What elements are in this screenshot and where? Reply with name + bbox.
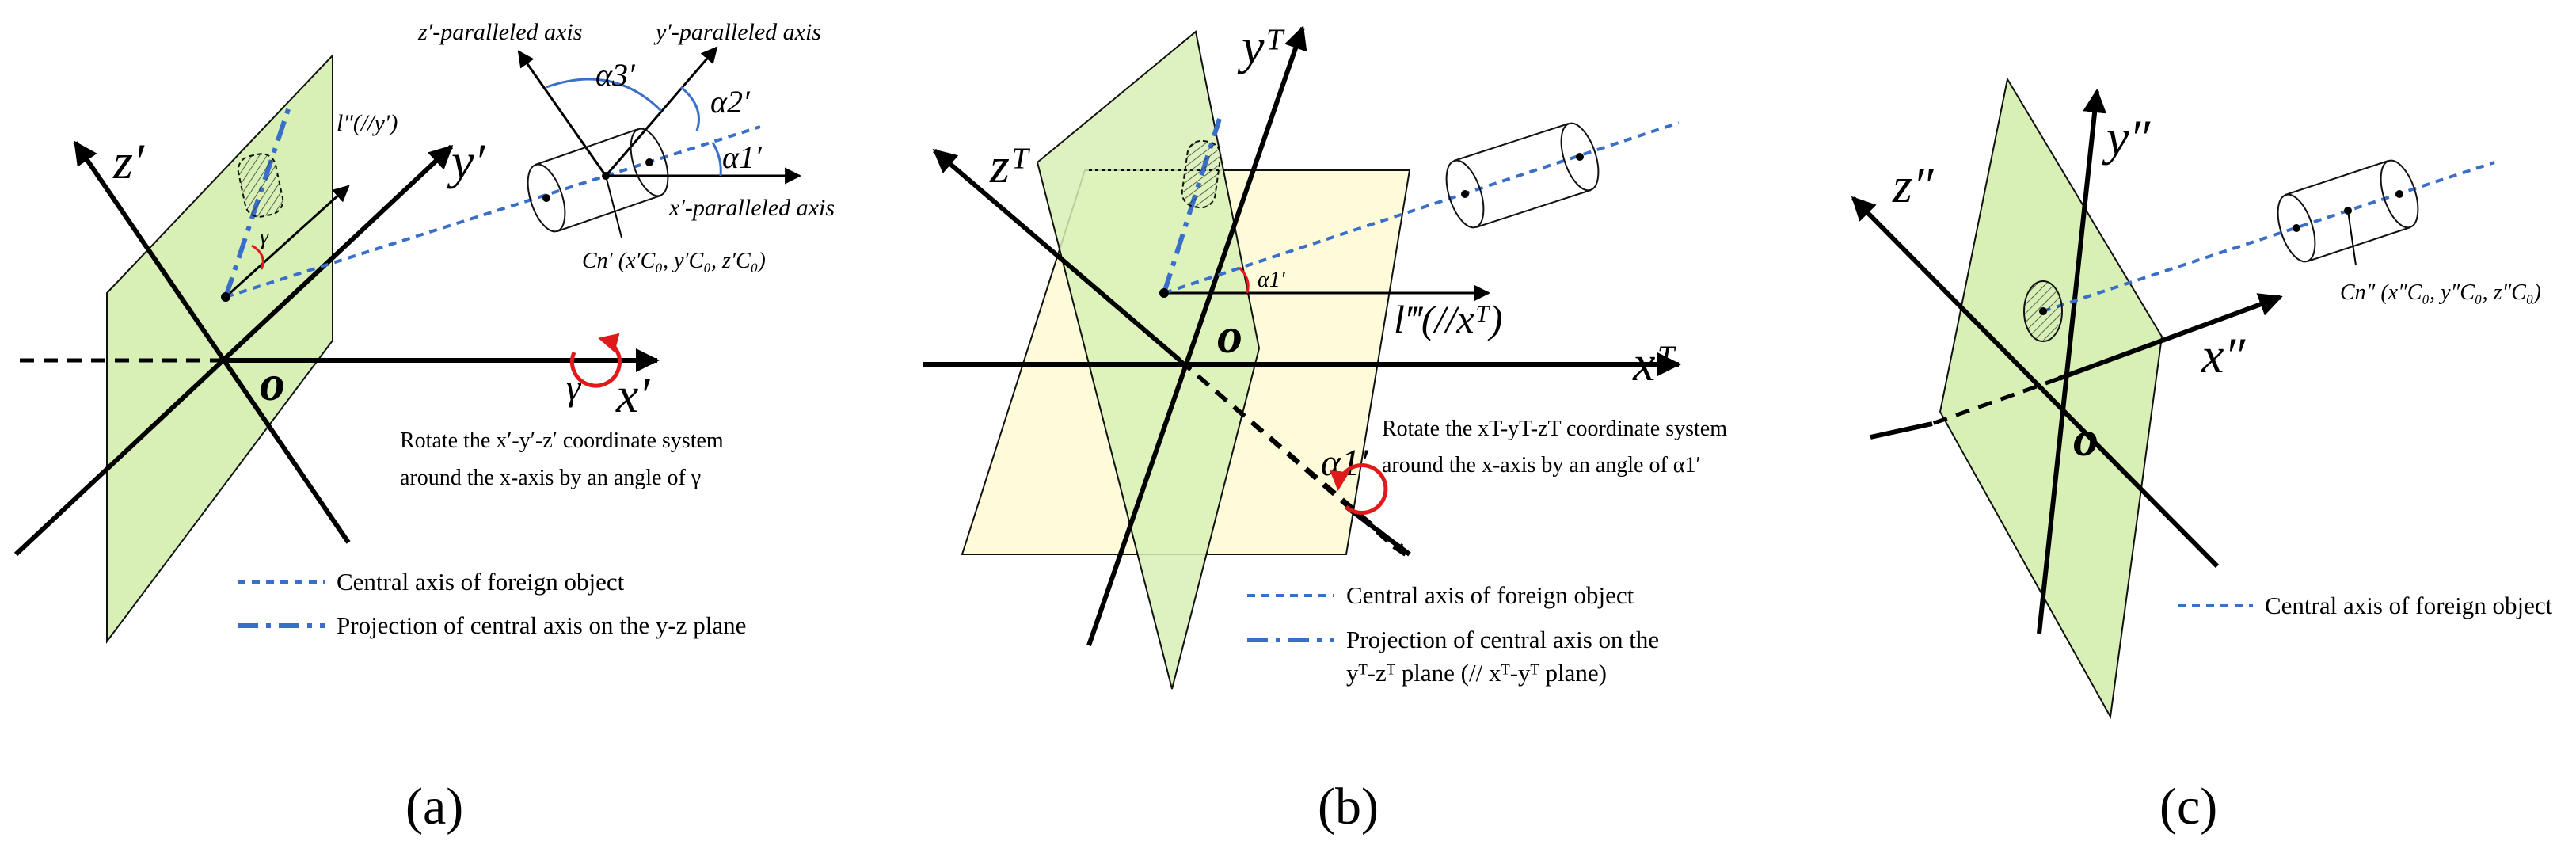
y-axis-label-a: y′: [447, 133, 485, 189]
zp-axis-a: [517, 50, 607, 177]
xp-axis-label-a: x′-paralleled axis: [668, 195, 835, 221]
cn-leader-a: [605, 175, 622, 238]
line-label-b: l‴(//xᵀ): [1394, 297, 1502, 341]
alpha2-label-a: α2′: [710, 84, 751, 120]
yp-axis-a: [604, 46, 718, 177]
z-axis-label-c: z″: [1892, 157, 1935, 213]
z-axis-label-b: zᵀ: [989, 137, 1031, 193]
x-axis-label-c: x″: [2201, 327, 2246, 383]
legend-central-label-c: Central axis of foreign object: [2265, 592, 2553, 619]
zp-axis-label-a: z′-paralleled axis: [417, 19, 582, 45]
alpha1-arc-a: [711, 142, 722, 177]
cn-leader-c: [2347, 210, 2357, 266]
legend-central-label-b: Central axis of foreign object: [1346, 581, 1634, 609]
origin-label-a: o: [260, 355, 285, 411]
y-axis-label-b: yᵀ: [1237, 18, 1285, 74]
diagonal-solid-b: [1345, 504, 1411, 557]
rotate-text-line2-b: around the x-axis by an angle of α1′: [1382, 453, 1701, 478]
gamma-small-label-a: γ: [260, 225, 269, 249]
panel-a: γ o z′ y′ x′ l″(//y′) γ z′-paralleled ax…: [13, 19, 835, 835]
z-axis-b: [932, 148, 1181, 363]
caption-b: (b): [1318, 778, 1379, 835]
alpha-big-label-b: α1′: [1321, 442, 1369, 484]
x-axis-tail-c: [1870, 421, 1933, 440]
x-axis-label-a: x′: [615, 367, 650, 423]
rotate-text-line1-b: Rotate the xT-yT-zT coordinate system: [1382, 417, 1727, 441]
z-axis-label-a: z′: [112, 133, 145, 189]
alpha-small-label-b: α1′: [1258, 268, 1286, 292]
gamma-arc-small-a: [251, 244, 264, 270]
cn-label-c: Cn″ (x″C₀, y″C₀, z″C₀): [2340, 280, 2541, 305]
y-axis-b: [1086, 25, 1307, 646]
origin-label-c: o: [2073, 410, 2098, 466]
legend-central-label-a: Central axis of foreign object: [337, 568, 625, 596]
point-b: [1159, 288, 1169, 298]
rotation-alpha-icon-b: [1330, 463, 1388, 516]
cylinder-b: [1445, 122, 1600, 229]
y-axis-label-c: y″: [2102, 109, 2151, 166]
z-axis-a: [73, 140, 351, 544]
cylinder-c: [2277, 159, 2419, 263]
projected-cylinder-b: [1181, 139, 1222, 209]
alpha3-arc-a: [546, 78, 663, 112]
line-l2-a: [224, 185, 350, 299]
point-a: [221, 292, 230, 302]
rotate-text-line2-a: around the x-axis by an angle of γ: [400, 466, 701, 490]
rotation-gamma-icon-a: [569, 333, 622, 388]
alpha3-label-a: α3′: [595, 57, 636, 93]
alpha-arc-small-b: [1238, 266, 1250, 294]
x-axis-c: [2057, 293, 2283, 381]
y-axis-c: [2037, 89, 2107, 634]
caption-c: (c): [2159, 778, 2217, 835]
alpha1-label-a: α1′: [722, 139, 763, 175]
caption-a: (a): [405, 778, 463, 835]
cn-label-a: Cn′ (x′C₀, y′C₀, z′C₀): [582, 249, 766, 273]
y-axis-a: [13, 144, 454, 557]
legend-projection-label1-b: Projection of central axis on the: [1346, 626, 1659, 653]
central-axis-b: [1163, 121, 1680, 295]
legend-projection-label2-b: yᵀ-zᵀ plane (// xᵀ-yᵀ plane): [1346, 659, 1607, 687]
point-c: [2039, 307, 2047, 315]
panel-b: α1′ o zᵀ yᵀ xᵀ l‴(//xᵀ) Rotate the xT-yT…: [923, 18, 1727, 835]
line-label-a: l″(//y′): [337, 110, 398, 136]
projected-cylinder-a: [237, 153, 284, 218]
z-axis-c: [1851, 196, 2220, 569]
yp-axis-label-a: y′-paralleled axis: [653, 19, 821, 45]
alpha2-arc-a: [680, 86, 700, 131]
rotate-text-line1-a: Rotate the x′-y′-z′ coordinate system: [400, 428, 724, 453]
legend-projection-label-a: Projection of central axis on the y-z pl…: [337, 611, 746, 639]
gamma-label-a: γ: [566, 367, 582, 408]
panel-c: Cn″ (x″C₀, y″C₀, z″C₀) o z″ y″ x″ Centra…: [1851, 77, 2553, 835]
cylinder-a: [527, 128, 669, 233]
z-axis-tail-b: [1392, 544, 1407, 557]
origin-label-b: o: [1217, 307, 1242, 364]
x-axis-label-b: xᵀ: [1632, 335, 1676, 391]
